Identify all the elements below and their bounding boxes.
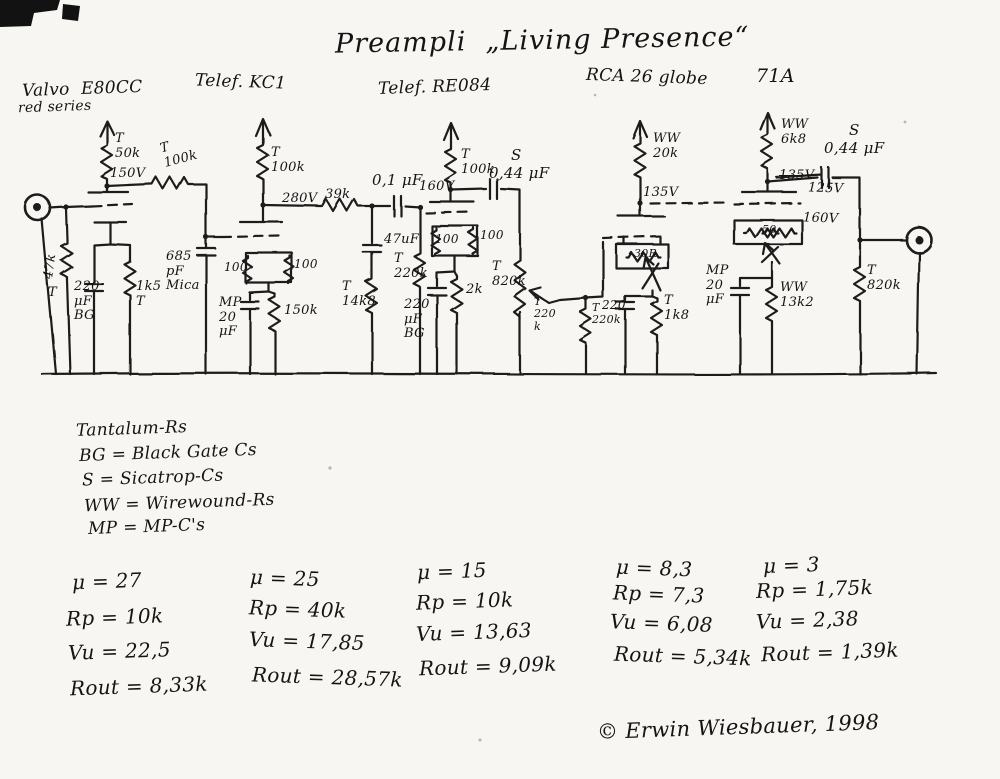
stat-c2-mu: μ = 25 <box>249 564 321 592</box>
label-pot-tap-r: T 220 k <box>534 295 556 333</box>
label-volume-pot: T 820k <box>492 259 526 289</box>
scan-artifact-corner <box>0 0 80 27</box>
label-s5-hum-pot: 50 <box>762 223 777 236</box>
tube-label-re084: Telef. RE084 <box>377 75 492 99</box>
label-s3-cap-type: S <box>511 146 522 164</box>
label-s2-series-r: 39k <box>325 187 351 202</box>
stat-c3-vu: Vu = 13,63 <box>415 617 533 647</box>
label-s2-filament-r1: 100 <box>224 260 248 274</box>
label-s3-grid-r: T 220k <box>394 251 428 281</box>
legend-mp: MP = MP-C's <box>87 514 206 540</box>
label-s1-grid-r: 47k <box>41 252 60 280</box>
stat-c4-rout: Rout = 5,34k <box>613 641 753 671</box>
stat-c3-rout: Rout = 9,09k <box>418 651 558 681</box>
stage2-kc1 <box>220 117 427 376</box>
label-s5-voltage-old: 135V <box>779 168 815 183</box>
tube-label-kc1: Telef. KC1 <box>194 70 287 94</box>
stat-c1-mu: μ = 27 <box>71 567 143 595</box>
label-s5-plate-voltage: 160V <box>802 210 839 227</box>
label-s1-voltage: 150V <box>110 166 146 181</box>
stat-c2-rp: Rp = 40k <box>248 595 347 623</box>
label-s2-anode-r: T 100k <box>271 145 305 175</box>
label-s3-cathode-cap: 220 μF BG <box>404 297 430 342</box>
stat-c5-rout: Rout = 1,39k <box>760 637 900 667</box>
label-s3-cathode-r: 2k <box>466 282 483 297</box>
stat-c1-rp: Rp = 10k <box>65 603 164 631</box>
stage1-e80cc <box>24 119 224 376</box>
label-s1-series-r: T 100k <box>158 139 199 171</box>
label-s2-bias-r: 150k <box>284 303 318 318</box>
label-s4-voltage: 135V <box>643 185 679 200</box>
stat-c2-rout: Rout = 28,57k <box>251 662 404 692</box>
stage5-71a <box>729 111 933 376</box>
stat-c5-vu: Vu = 2,38 <box>755 606 860 634</box>
stat-c5-mu: μ = 3 <box>762 552 821 578</box>
legend-sicatrop: S = Sicatrop-Cs <box>81 465 224 491</box>
ground-bus <box>40 371 938 376</box>
label-s5-anode-r: WW 6k8 <box>781 117 809 147</box>
tube-label-rca26: RCA 26 globe <box>585 64 708 90</box>
stage4-rca26 <box>601 119 728 376</box>
stage3-re084 <box>424 121 605 376</box>
label-s2-mp-cap: MP 20 μF <box>219 295 242 340</box>
label-s4-filament-r: T 1k8 <box>664 293 690 323</box>
legend-black-gate: BG = Black Gate Cs <box>78 439 258 467</box>
stat-c1-vu: Vu = 22,5 <box>67 637 172 665</box>
label-s5-cap-type: S <box>849 121 860 139</box>
stat-c4-mu: μ = 8,3 <box>615 554 693 582</box>
label-s5-voltage-new: 125V <box>807 180 844 197</box>
stat-c3-mu: μ = 15 <box>416 557 488 585</box>
label-s4-grid-r: T 220k <box>592 301 621 327</box>
label-s2-filter-r: T 14k8 <box>342 279 376 309</box>
volume-pot <box>512 256 527 322</box>
label-s4-anode-r: WW 20k <box>653 131 681 161</box>
label-s3-coupling-cap: 0,44 μF <box>489 164 550 182</box>
tube-label-71a: 71A <box>756 65 795 87</box>
stat-c4-vu: Vu = 6,08 <box>609 609 714 637</box>
label-s3-filament-r1: 100 <box>435 232 459 246</box>
label-s1-cathode-cap: 220 μF BG <box>74 279 100 324</box>
label-s2-voltage: 280V <box>282 191 318 206</box>
label-s4-filament-cap: 220 <box>602 298 626 312</box>
label-s5-mp-cap: MP 20 μF <box>706 263 729 308</box>
label-s5-filament-r: WW 13k2 <box>780 280 814 310</box>
label-s2-filter-cap: 47uF <box>384 232 420 247</box>
label-s3-anode-r: T 100k <box>461 147 495 177</box>
label-output-r: T 820k <box>867 263 901 293</box>
label-s5-coupling-cap: 0,44 μF <box>824 139 885 157</box>
stat-c1-rout: Rout = 8,33k <box>69 671 209 701</box>
label-s1-mica-cap: 685 pF Mica <box>166 249 200 294</box>
stat-c3-rp: Rp = 10k <box>415 587 514 615</box>
page-title: Preampli „Living Presence“ <box>334 21 750 60</box>
scan-specks <box>328 93 907 742</box>
stat-c4-rp: Rp = 7,3 <box>612 580 705 608</box>
label-s3-voltage: 160V <box>419 179 455 194</box>
copyright: © Erwin Wiesbauer, 1998 <box>596 710 880 744</box>
label-s2-coupling-cap: 0,1 μF <box>372 171 423 189</box>
label-s1-grid-r-type: T <box>48 285 57 300</box>
legend-tantalum: Tantalum-Rs <box>75 417 188 441</box>
label-s4-hum-pot: 30R <box>634 247 658 260</box>
legend-wirewound: WW = Wirewound-Rs <box>83 489 276 517</box>
stat-c5-rp: Rp = 1,75k <box>755 574 874 604</box>
label-s3-filament-r2: 100 <box>480 228 504 242</box>
label-s1-anode-r: T 50k <box>115 131 141 161</box>
label-s2-filament-r2: 100 <box>294 257 318 271</box>
stat-c2-vu: Vu = 17,85 <box>248 626 366 656</box>
label-s1-cathode-r: 1k5 T <box>136 279 162 309</box>
tube-label-e80cc-sub: red series <box>17 97 92 117</box>
